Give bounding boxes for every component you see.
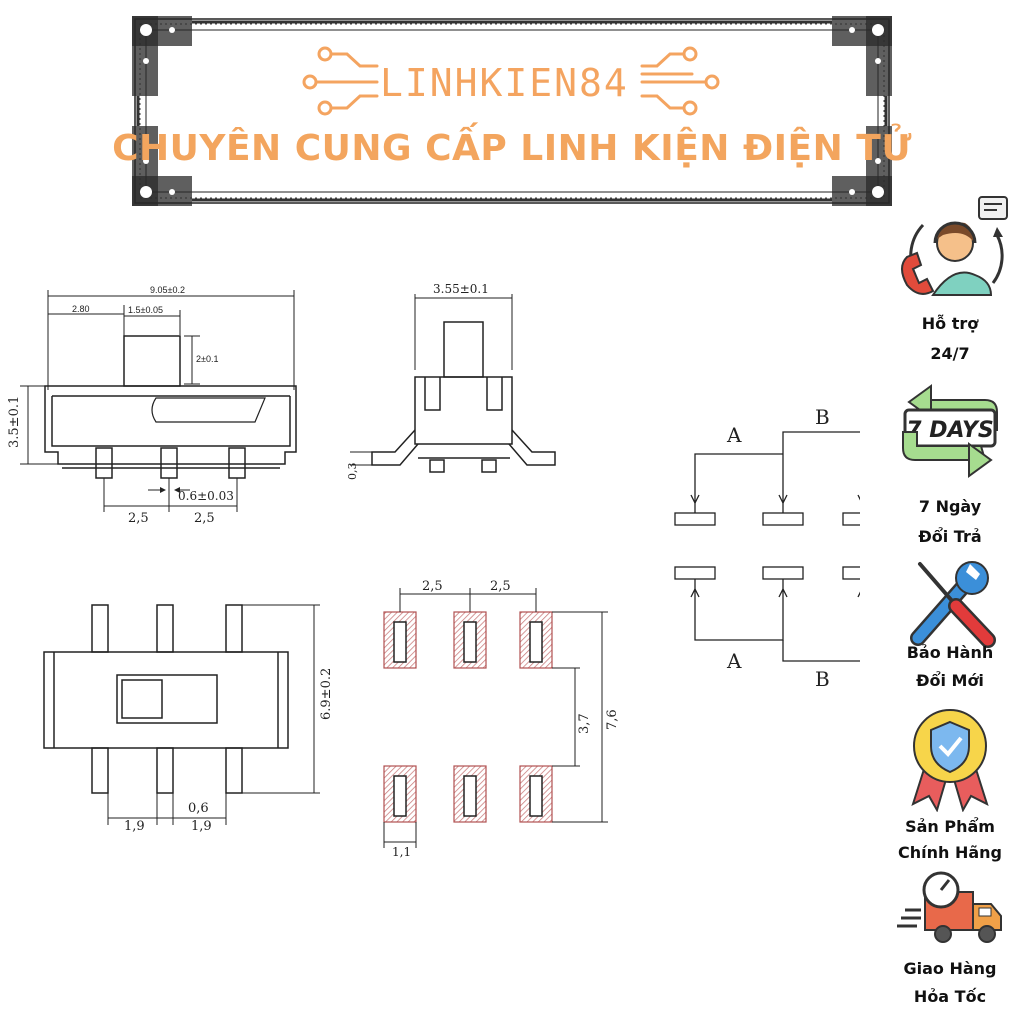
badge-delivery-line1: Giao Hàng [903,959,997,978]
wrench-screwdriver-icon [910,561,996,648]
side-view [350,294,556,473]
pcb-footprint [383,588,608,848]
badge-genuine-line2: Chính Hãng [898,843,1002,862]
technical-drawing: 9.05±0.2 2.80 1.5±0.05 2±0.1 3.5±0.1 0.6… [7,282,860,859]
brand-tagline: CHUYÊN CUNG CẤP LINH KIỆN ĐIỆN TỬ [112,128,912,169]
brand-name: LINHKIEN84 [380,61,629,105]
front-pitch-right-label: 2,5 [194,511,215,526]
footprint-pitch-right-label: 2,5 [490,579,511,594]
schematic-bottom-label-a: A [726,649,742,673]
top-pin-width-label: 0,6 [188,801,209,816]
top-height-label: 6.9±0.2 [319,668,334,720]
badge-return: 7 DAYS 7 Ngày Đổi Trả [880,380,1020,555]
front-pitch-left-label: 2,5 [128,511,149,526]
schematic-top-label-b: B [815,405,830,429]
front-overall-width-label: 9.05±0.2 [150,285,185,295]
side-width-label: 3.55±0.1 [433,282,489,296]
seven-days-text: 7 DAYS [906,418,994,443]
badge-warranty: Bảo Hành Đổi Mới [880,558,1020,708]
schematic-top-label-a: A [726,423,742,447]
badge-support: Hỗ trợ 24/7 [880,195,1020,370]
front-body-height-label: 3.5±0.1 [7,396,22,448]
footprint-outer-span-label: 7,6 [605,709,620,730]
badge-delivery: Giao Hàng Hỏa Tốc [880,870,1020,1020]
customer-support-icon [900,196,1008,296]
front-pin-width-label: 0.6±0.03 [178,489,234,503]
top-spacing-left-label: 1,9 [124,819,145,834]
badge-warranty-line2: Đổi Mới [916,671,984,690]
front-knob-height-label: 2±0.1 [196,354,218,364]
quality-shield-badge-icon [911,709,989,812]
badge-genuine: Sản Phẩm Chính Hãng [880,706,1020,862]
side-lead-thickness-label: 0,3 [346,463,359,481]
badge-return-line1: 7 Ngày [918,497,982,516]
top-view [43,604,320,825]
badge-delivery-line2: Hỏa Tốc [913,987,987,1006]
badge-support-line2: 24/7 [930,344,970,363]
banner-ornate-frame [132,16,892,206]
header-banner: LINHKIEN84 CHUYÊN CUNG CẤP LINH KIỆN ĐIỆ… [112,16,911,206]
front-knob-width-label: 1.5±0.05 [128,305,163,315]
front-view [20,290,297,512]
badge-support-line1: Hỗ trợ [921,314,979,333]
footprint-pad-width-label: 1,1 [392,845,411,859]
front-offset-label: 2.80 [72,304,90,314]
badge-warranty-line1: Bảo Hành [906,643,994,662]
badge-return-line2: Đổi Trả [918,527,982,546]
badge-genuine-line1: Sản Phẩm [905,817,995,836]
top-spacing-right-label: 1,9 [191,819,212,834]
schematic-bottom-label-b: B [815,667,830,691]
seven-days-return-icon: 7 DAYS [902,384,998,478]
switch-schematic [674,431,860,662]
footprint-inner-gap-label: 3,7 [577,713,592,734]
delivery-truck-icon [897,871,1002,943]
footprint-pitch-left-label: 2,5 [422,579,443,594]
